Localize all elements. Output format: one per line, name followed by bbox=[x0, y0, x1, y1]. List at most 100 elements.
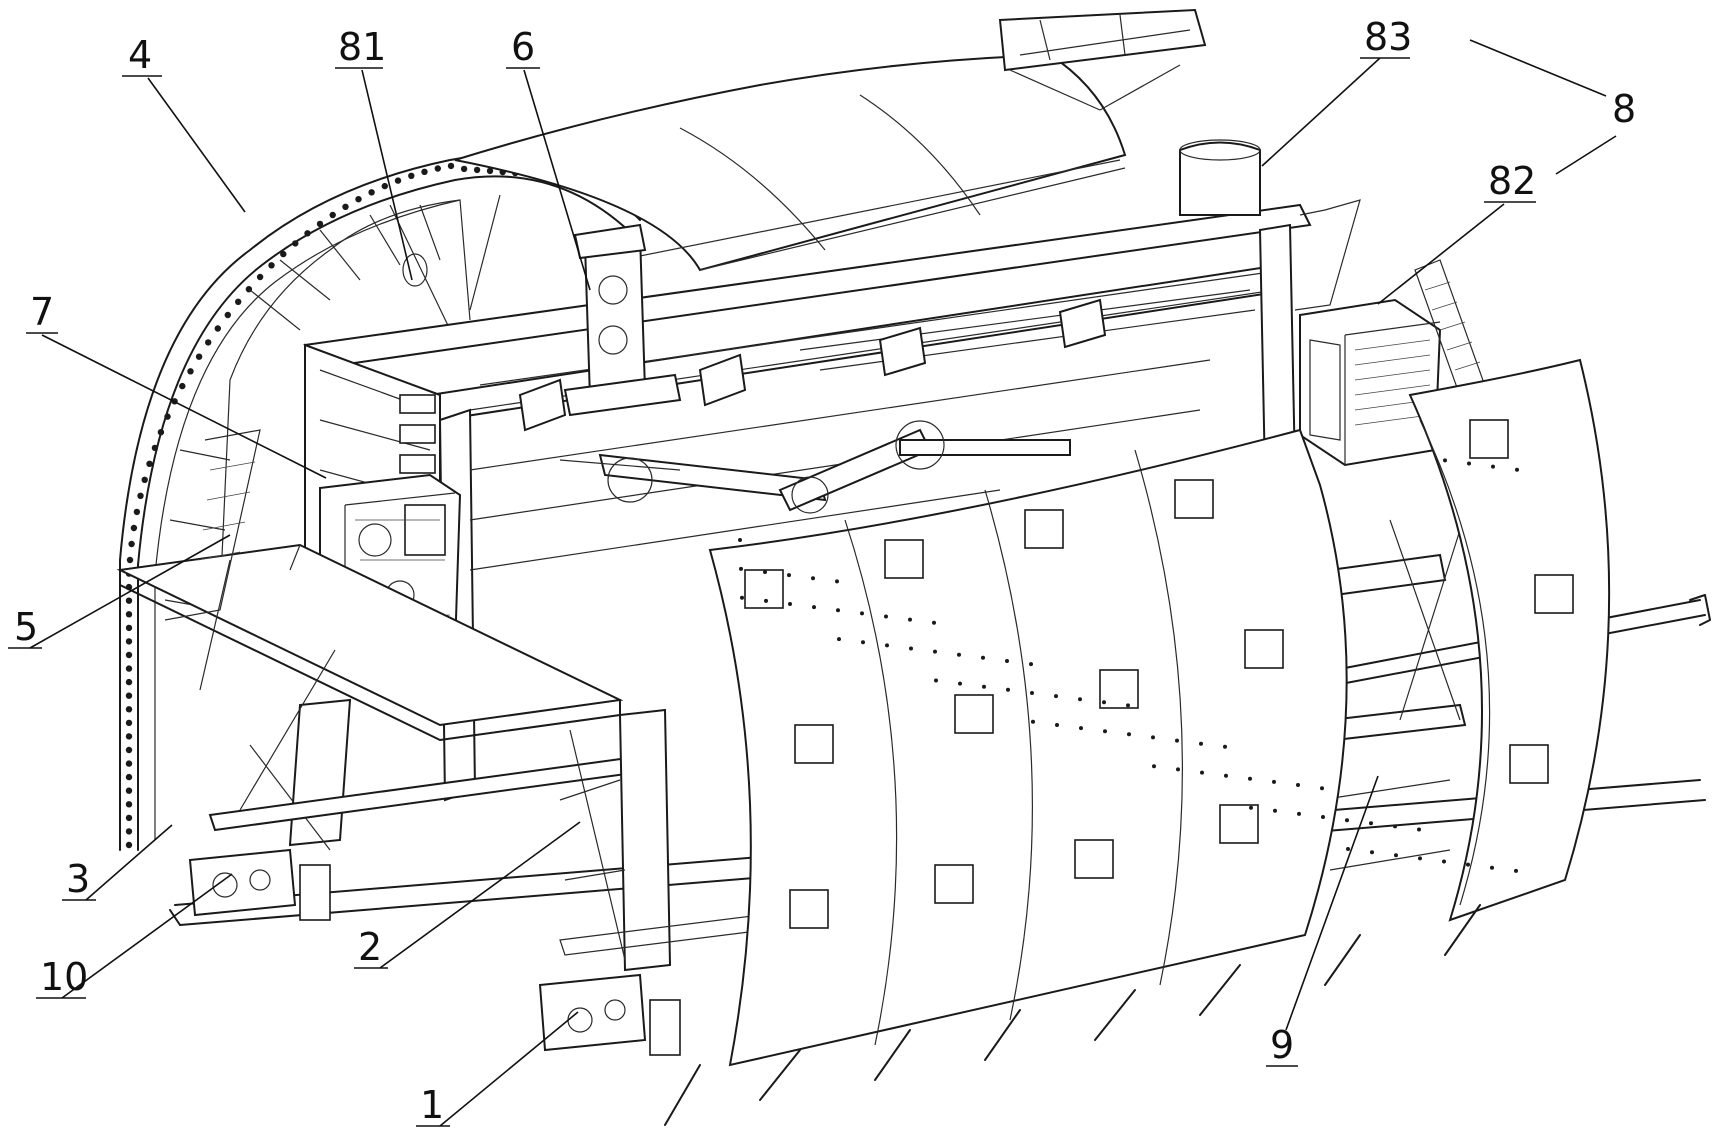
rivet bbox=[1369, 821, 1373, 825]
bolt bbox=[126, 693, 132, 699]
bolt bbox=[368, 189, 374, 195]
rivet bbox=[1079, 726, 1083, 730]
bolt bbox=[126, 598, 132, 604]
rivet bbox=[837, 637, 841, 641]
rivet bbox=[1272, 780, 1276, 784]
bolt bbox=[126, 774, 132, 780]
bolt bbox=[126, 665, 132, 671]
label-2: 2 bbox=[358, 925, 382, 969]
shell-window bbox=[1470, 420, 1508, 458]
bolt bbox=[304, 230, 310, 236]
bolt bbox=[435, 165, 441, 171]
bolt bbox=[126, 638, 132, 644]
shell-window bbox=[935, 865, 973, 903]
bolt bbox=[292, 240, 298, 246]
rivet bbox=[1102, 700, 1106, 704]
rivet bbox=[1152, 764, 1156, 768]
bolt bbox=[461, 166, 467, 172]
rivet bbox=[957, 653, 961, 657]
rivet bbox=[933, 650, 937, 654]
bolt bbox=[257, 274, 263, 280]
rivet bbox=[909, 647, 913, 651]
rivet bbox=[1249, 806, 1253, 810]
rivet bbox=[1223, 745, 1227, 749]
bolt bbox=[126, 611, 132, 617]
bolt bbox=[408, 173, 414, 179]
rivet bbox=[1370, 850, 1374, 854]
label-5: 5 bbox=[14, 605, 38, 649]
label-10: 10 bbox=[40, 955, 88, 999]
bolt bbox=[126, 788, 132, 794]
rivet bbox=[1006, 688, 1010, 692]
rivet bbox=[1491, 465, 1495, 469]
rivet bbox=[1273, 809, 1277, 813]
rivet bbox=[1175, 739, 1179, 743]
rivet bbox=[763, 570, 767, 574]
rivet bbox=[932, 621, 936, 625]
rivet bbox=[739, 567, 743, 571]
rivet bbox=[1442, 860, 1446, 864]
rivet bbox=[811, 576, 815, 580]
rivet bbox=[934, 679, 938, 683]
rivet bbox=[1296, 783, 1300, 787]
bolt bbox=[126, 760, 132, 766]
rivet bbox=[1224, 774, 1228, 778]
bolt bbox=[126, 801, 132, 807]
rivet bbox=[1127, 732, 1131, 736]
bolt bbox=[134, 509, 140, 515]
rivet bbox=[1029, 662, 1033, 666]
rivet bbox=[1393, 824, 1397, 828]
shell-window bbox=[795, 725, 833, 763]
bolt bbox=[235, 299, 241, 305]
rivet bbox=[1417, 828, 1421, 832]
bolt bbox=[330, 212, 336, 218]
rivet bbox=[1467, 462, 1471, 466]
shell-window bbox=[1220, 805, 1258, 843]
bolt bbox=[126, 842, 132, 848]
shell-window bbox=[1245, 630, 1283, 668]
label-8: 8 bbox=[1612, 87, 1636, 131]
bolt bbox=[146, 461, 152, 467]
bolt bbox=[342, 204, 348, 210]
rivet bbox=[1321, 815, 1325, 819]
rivet bbox=[860, 611, 864, 615]
rivet bbox=[1490, 866, 1494, 870]
bolt bbox=[126, 720, 132, 726]
label-3: 3 bbox=[66, 857, 90, 901]
rivet bbox=[1346, 847, 1350, 851]
rivet bbox=[738, 538, 742, 542]
rivet bbox=[1030, 691, 1034, 695]
tank-83 bbox=[1180, 140, 1260, 215]
bolt bbox=[187, 368, 193, 374]
bolt bbox=[128, 541, 134, 547]
rivet bbox=[835, 579, 839, 583]
bolt bbox=[382, 183, 388, 189]
bolt bbox=[126, 828, 132, 834]
roof-panels bbox=[455, 10, 1205, 270]
bolt bbox=[196, 354, 202, 360]
bolt bbox=[448, 163, 454, 169]
bolt bbox=[225, 312, 231, 318]
label-7: 7 bbox=[30, 290, 54, 334]
rivet bbox=[1151, 735, 1155, 739]
bolt bbox=[137, 493, 143, 499]
shell-window bbox=[1075, 840, 1113, 878]
rivet bbox=[1514, 869, 1518, 873]
label-4: 4 bbox=[128, 33, 152, 77]
rivet bbox=[1176, 767, 1180, 771]
shell-window bbox=[955, 695, 993, 733]
shell-window bbox=[885, 540, 923, 578]
bolt bbox=[355, 196, 361, 202]
rivet bbox=[812, 605, 816, 609]
bolt bbox=[474, 167, 480, 173]
label-81: 81 bbox=[338, 25, 386, 69]
bolt bbox=[215, 325, 221, 331]
bolt bbox=[126, 625, 132, 631]
rivet bbox=[982, 685, 986, 689]
rivet bbox=[1103, 729, 1107, 733]
rivet bbox=[1031, 720, 1035, 724]
rivet bbox=[1297, 812, 1301, 816]
rivet bbox=[1055, 723, 1059, 727]
label-1: 1 bbox=[420, 1083, 444, 1127]
